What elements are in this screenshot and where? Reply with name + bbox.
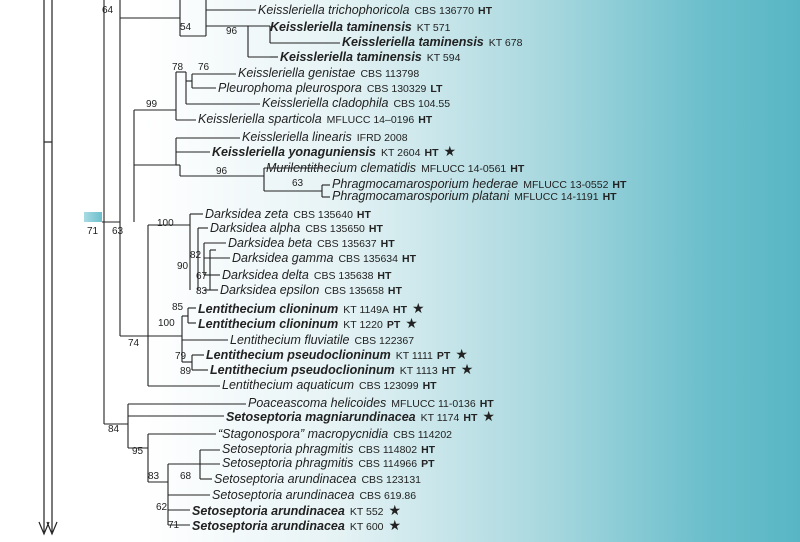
support-value: 62 <box>156 502 168 513</box>
support-value: 84 <box>108 424 120 435</box>
support-value: 67 <box>196 271 208 282</box>
support-value: 99 <box>146 99 158 110</box>
star-icon: ★ <box>443 143 457 159</box>
support-value: 82 <box>190 250 202 261</box>
support-value: 78 <box>172 62 184 73</box>
support-value: 100 <box>158 318 175 329</box>
support-value: 95 <box>132 446 144 457</box>
support-value: 96 <box>216 166 228 177</box>
highlight-bar <box>84 212 102 222</box>
support-value: 63 <box>292 178 304 189</box>
star-icon: ★ <box>412 300 425 316</box>
support-value: 96 <box>226 26 238 37</box>
star-icon: ★ <box>460 361 474 377</box>
support-value: 63 <box>112 226 124 237</box>
support-value: 83 <box>148 471 160 482</box>
support-value: 85 <box>172 302 184 313</box>
support-value: 74 <box>128 338 140 349</box>
support-value: 89 <box>180 366 192 377</box>
scale-axis <box>38 0 58 536</box>
support-value: 90 <box>177 261 189 272</box>
support-value: 71 <box>87 226 99 237</box>
support-value: 68 <box>180 471 192 482</box>
support-value: 76 <box>198 62 210 73</box>
star-icon: ★ <box>405 315 418 331</box>
support-value: 64 <box>102 5 114 16</box>
star-icon: ★ <box>482 408 495 424</box>
star-icon: ★ <box>388 502 402 518</box>
star-icon: ★ <box>388 517 402 533</box>
support-value: 79 <box>175 351 187 362</box>
support-value: 100 <box>157 218 174 229</box>
support-value: 54 <box>180 22 192 33</box>
star-icon: ★ <box>455 346 468 362</box>
support-value: 71 <box>168 520 180 531</box>
support-value: 83 <box>196 286 208 297</box>
